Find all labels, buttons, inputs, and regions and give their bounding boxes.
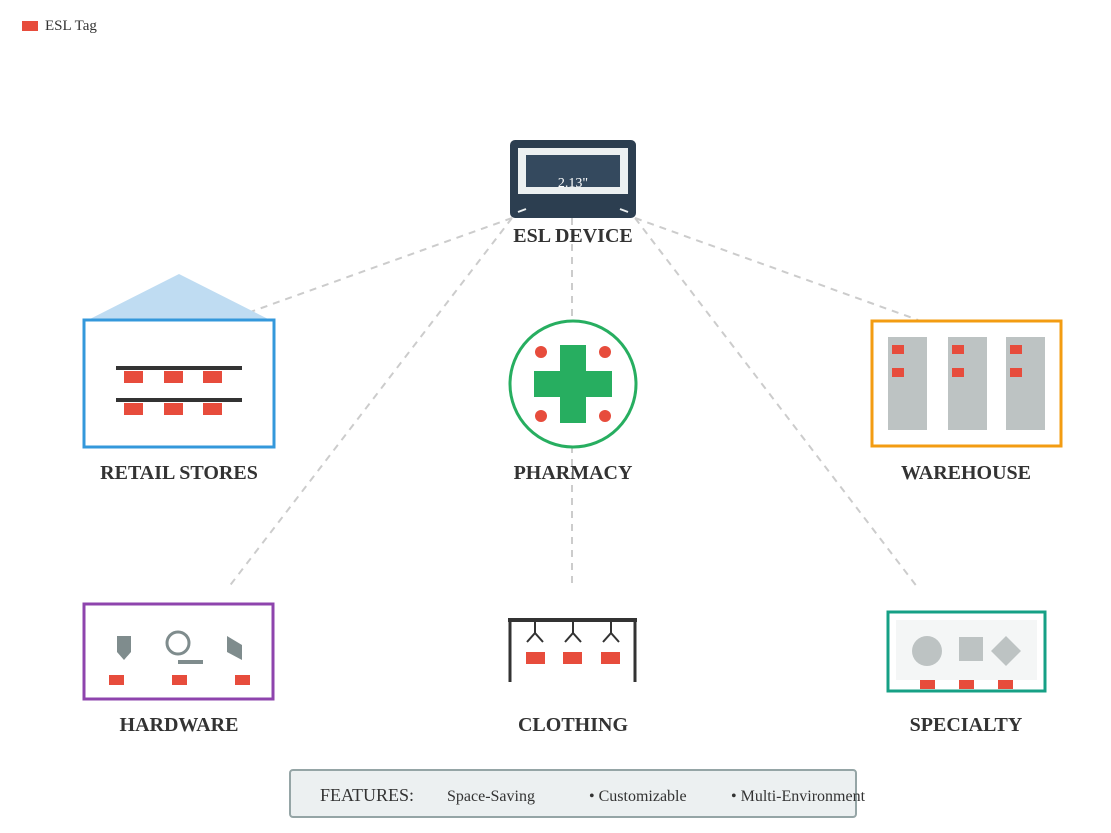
warehouse-tag — [952, 345, 964, 354]
specialty-tag — [959, 680, 974, 689]
clothing-label: CLOTHING — [518, 714, 628, 736]
retail-tag — [124, 403, 143, 415]
connector-retail — [227, 217, 513, 321]
clothing-tag — [601, 652, 620, 664]
specialty-circle-icon — [912, 636, 942, 666]
clothing-hanger-icon — [526, 622, 544, 643]
esl-device-led-right — [619, 208, 629, 213]
feature-item: • Customizable — [589, 788, 687, 805]
features-title: FEATURES: — [320, 785, 414, 805]
esl-device-label: ESL DEVICE — [513, 225, 633, 247]
warehouse-tag — [892, 345, 904, 354]
warehouse-tag — [1010, 345, 1022, 354]
specialty-diamond-icon — [991, 636, 1021, 666]
node-pharmacy: PHARMACY — [508, 319, 638, 484]
pharmacy-tag-dot — [535, 410, 547, 422]
hardware-wedge-icon — [227, 636, 242, 660]
warehouse-tag — [1010, 368, 1022, 377]
connector-warehouse — [634, 217, 919, 321]
pharmacy-label: PHARMACY — [514, 462, 633, 484]
clothing-hanger-icon — [602, 622, 620, 643]
node-retail-stores: RETAIL STORES — [82, 274, 276, 484]
node-warehouse: WAREHOUSE — [870, 319, 1063, 484]
hardware-tool-icon — [117, 636, 131, 660]
retail-roof-icon — [88, 274, 270, 320]
esl-device-screen — [526, 155, 620, 187]
warehouse-tag — [892, 368, 904, 377]
hardware-ring-base-icon — [178, 660, 203, 664]
esl-device: 2.13" ESL DEVICE — [510, 140, 636, 247]
retail-tag — [203, 371, 222, 383]
feature-item: Space-Saving — [447, 788, 535, 805]
node-hardware: HARDWARE — [82, 602, 275, 736]
clothing-hanger-icon — [564, 622, 582, 643]
pharmacy-cross-horizontal — [534, 371, 612, 397]
legend-label: ESL Tag — [45, 18, 97, 34]
retail-tag — [164, 371, 183, 383]
pharmacy-tag-dot — [599, 410, 611, 422]
hardware-label: HARDWARE — [120, 714, 239, 736]
warehouse-label: WAREHOUSE — [901, 462, 1031, 484]
esl-device-screen-size: 2.13" — [558, 176, 588, 191]
retail-tag — [203, 403, 222, 415]
specialty-tag — [998, 680, 1013, 689]
features-panel — [289, 769, 857, 818]
pharmacy-tag-dot — [535, 346, 547, 358]
warehouse-tag — [952, 368, 964, 377]
legend: ESL Tag — [22, 18, 97, 34]
retail-store-frame — [82, 318, 276, 449]
hardware-ring-icon — [165, 630, 191, 656]
specialty-square-icon — [959, 637, 983, 661]
hardware-tag — [109, 675, 124, 685]
node-clothing: CLOTHING — [508, 618, 637, 736]
legend-swatch — [22, 21, 38, 31]
retail-tag — [124, 371, 143, 383]
clothing-tag — [526, 652, 545, 664]
specialty-label: SPECIALTY — [910, 714, 1023, 736]
hardware-tag — [235, 675, 250, 685]
features-box: FEATURES: Space-Saving • Customizable • … — [289, 769, 866, 818]
specialty-tag — [920, 680, 935, 689]
node-specialty: SPECIALTY — [886, 610, 1047, 736]
hardware-tag — [172, 675, 187, 685]
retail-stores-label: RETAIL STORES — [100, 462, 258, 484]
clothing-tag — [563, 652, 582, 664]
esl-device-led-left — [517, 208, 527, 213]
pharmacy-tag-dot — [599, 346, 611, 358]
feature-item: • Multi-Environment — [731, 788, 866, 805]
retail-tag — [164, 403, 183, 415]
